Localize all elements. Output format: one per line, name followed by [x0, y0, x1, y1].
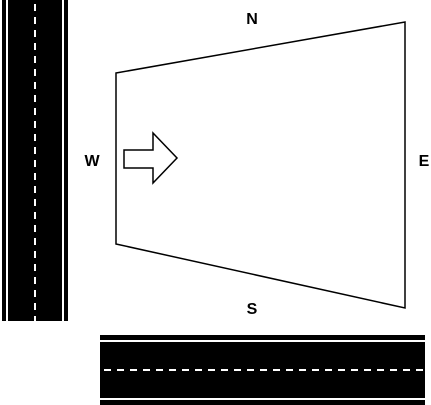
site-outline	[115, 21, 406, 309]
label-east: E	[419, 153, 430, 170]
label-south: S	[247, 301, 258, 318]
vertical-road	[2, 0, 68, 321]
arrow-right-icon	[123, 131, 179, 185]
label-north: N	[246, 11, 258, 28]
horizontal-road	[100, 335, 425, 405]
label-west: W	[84, 153, 100, 170]
